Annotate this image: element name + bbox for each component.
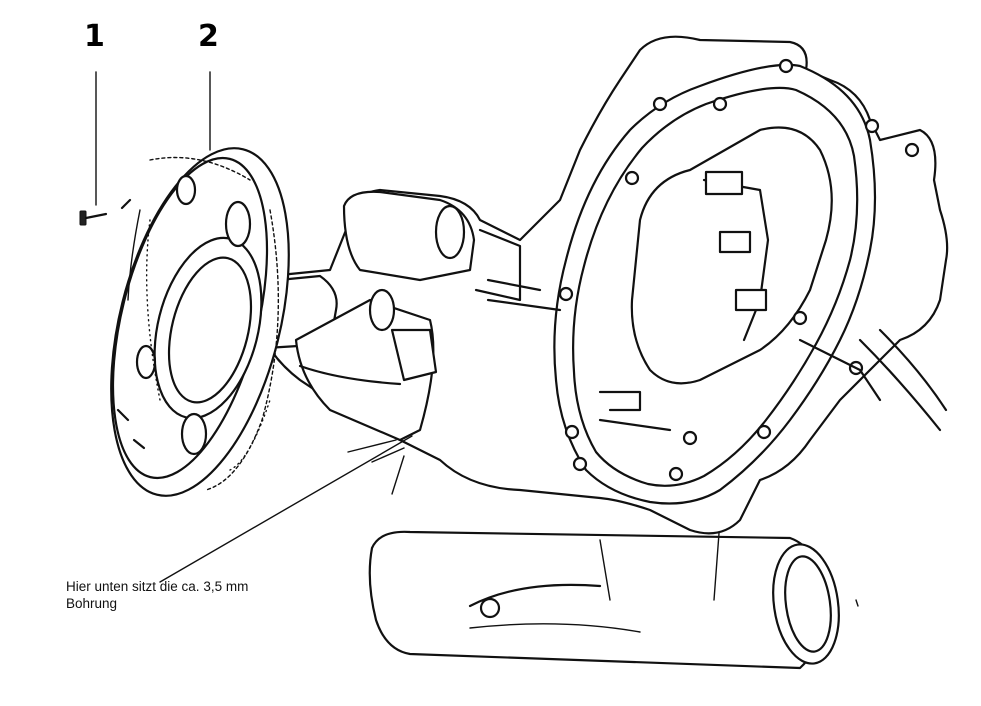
lower-tube xyxy=(368,519,859,670)
annotation-leader-line xyxy=(159,435,413,583)
screw xyxy=(79,210,108,226)
annotation-note: Hier unten sitzt die ca. 3,5 mm Bohrung xyxy=(66,578,326,612)
callout-1: 1 xyxy=(84,19,105,54)
crankcase-housing xyxy=(248,35,949,535)
flywheel-disc xyxy=(110,147,290,497)
annotation-line-1: Hier unten sitzt die ca. 3,5 mm xyxy=(66,579,249,594)
annotation-line-2: Bohrung xyxy=(66,596,118,611)
callout-2: 2 xyxy=(198,19,219,54)
